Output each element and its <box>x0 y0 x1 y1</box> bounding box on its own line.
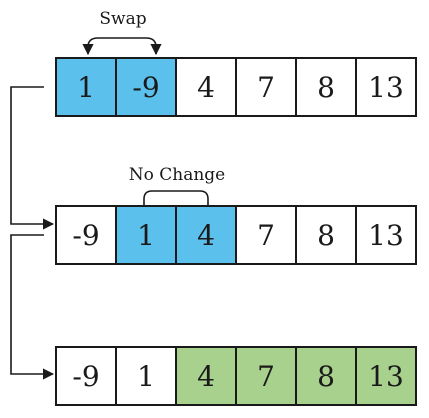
array-value-1-6: 13 <box>368 71 404 104</box>
array-value-3-3: 4 <box>197 360 215 393</box>
array-value-2-3: 4 <box>197 219 215 252</box>
array-row-3: -9 1 4 7 8 13 <box>55 346 417 406</box>
array-cell-3-1 <box>55 346 117 406</box>
array-value-1-4: 7 <box>257 71 275 104</box>
array-cell-3-5 <box>295 346 357 406</box>
array-value-1-1: 1 <box>77 71 95 104</box>
array-value-1-5: 8 <box>317 71 335 104</box>
array-cell-2-6 <box>355 205 417 265</box>
array-cell-1-2 <box>115 57 177 117</box>
array-row-1: 1 -9 4 7 8 13 <box>55 57 417 117</box>
array-cell-3-6 <box>355 346 417 406</box>
array-value-3-6: 13 <box>368 360 404 393</box>
array-cell-1-1 <box>55 57 117 117</box>
swap-label: Swap <box>99 9 146 29</box>
no-change-label: No Change <box>129 165 226 185</box>
array-cell-1-6 <box>355 57 417 117</box>
array-value-1-2: -9 <box>132 71 159 104</box>
array-cell-2-3 <box>175 205 237 265</box>
swap-bracket <box>82 37 162 56</box>
array-cell-3-4 <box>235 346 297 406</box>
array-cell-2-2 <box>115 205 177 265</box>
array-cell-1-3 <box>175 57 237 117</box>
array-cell-3-2 <box>115 346 177 406</box>
array-value-3-5: 8 <box>317 360 335 393</box>
array-value-3-2: 1 <box>137 360 155 393</box>
no-change-bracket <box>143 190 209 205</box>
array-value-2-2: 1 <box>137 219 155 252</box>
array-value-2-5: 8 <box>317 219 335 252</box>
array-cell-2-1 <box>55 205 117 265</box>
connector-arrow-row1-to-row2 <box>10 86 55 230</box>
array-value-3-4: 7 <box>257 360 275 393</box>
array-cell-2-4 <box>235 205 297 265</box>
array-cell-1-5 <box>295 57 357 117</box>
array-value-2-6: 13 <box>368 219 404 252</box>
array-row-2: -9 1 4 7 8 13 <box>55 205 417 265</box>
array-value-1-3: 4 <box>197 71 215 104</box>
connector-arrow-row2-to-row3 <box>10 234 55 380</box>
array-value-2-4: 7 <box>257 219 275 252</box>
array-value-2-1: -9 <box>72 219 99 252</box>
array-value-3-1: -9 <box>72 360 99 393</box>
